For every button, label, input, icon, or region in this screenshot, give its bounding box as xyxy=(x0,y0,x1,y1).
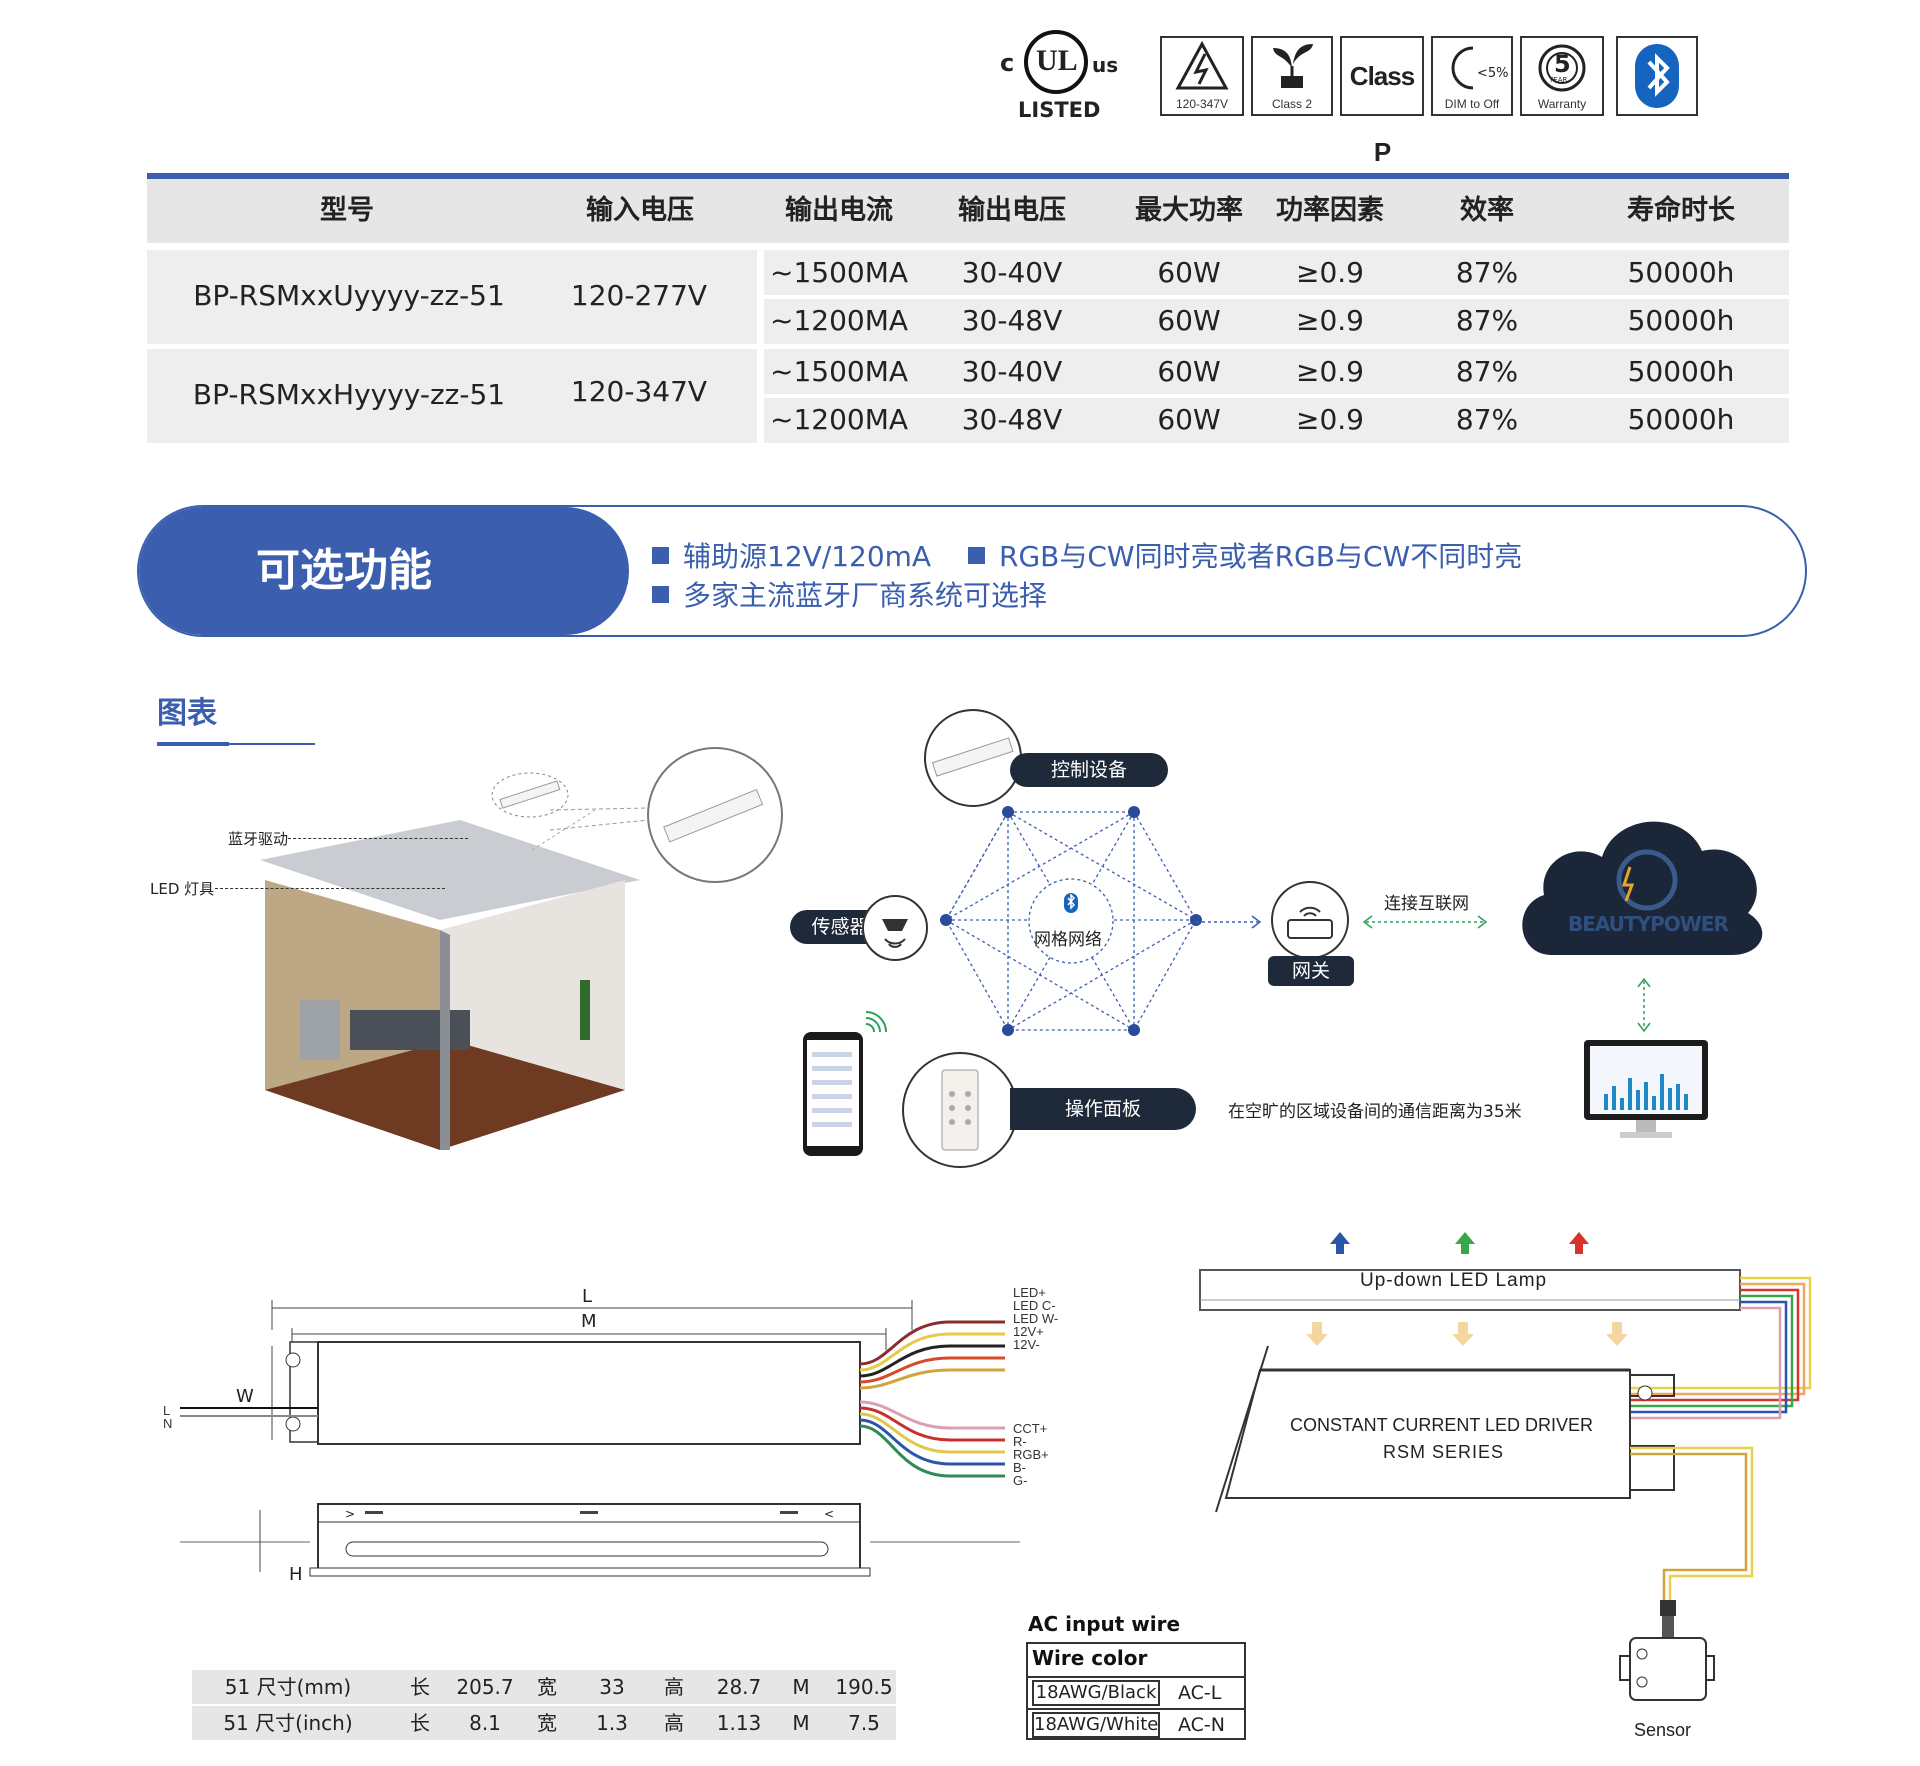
classp-label: Class P xyxy=(1349,61,1415,167)
warranty-cert: 5 YEAR Warranty xyxy=(1520,36,1604,116)
bluetooth-cert xyxy=(1616,36,1698,116)
cloud-monitor-arrow xyxy=(1637,977,1651,1033)
brand-name: BEAUTYPOWER xyxy=(1568,912,1729,936)
bluetooth-icon xyxy=(1635,44,1679,108)
internet-arrow xyxy=(1362,915,1488,929)
header-power-factor: 功率因素 xyxy=(1276,195,1384,226)
warranty-badge-icon xyxy=(1538,44,1586,92)
classp-cert: Class P xyxy=(1340,36,1424,167)
ul-listed-mark: c UL us LISTED xyxy=(1000,22,1130,127)
optional-features-title: 可选功能 xyxy=(256,545,432,596)
ul-us: us xyxy=(1092,53,1119,77)
dimming-icon xyxy=(1451,46,1474,90)
cloud-icon xyxy=(1522,821,1763,955)
dim-label-W: W xyxy=(236,1386,254,1407)
room-illustration xyxy=(260,809,640,1150)
warranty-year: YEAR xyxy=(1549,76,1568,84)
input-wire-N: N xyxy=(163,1416,173,1431)
header-output-voltage: 输出电压 xyxy=(958,195,1066,226)
gateway-label: 网关 xyxy=(1268,956,1354,986)
table-row: 51 尺寸(mm) 长 205.7 宽 33 高 28.7 M 190.5 xyxy=(192,1670,896,1704)
gateway-icon xyxy=(1271,881,1349,959)
wiring-diagram xyxy=(1199,1232,1812,1701)
ul-c: c xyxy=(1000,49,1015,77)
operation-panel-icon xyxy=(902,1052,1018,1168)
voltage-cert: 120-347V xyxy=(1160,36,1244,116)
control-device-label: 控制设备 xyxy=(1010,753,1168,787)
sensor-icon xyxy=(862,895,928,961)
ac-input-title: AC input wire xyxy=(1028,1612,1181,1636)
feature-item: 辅助源12V/120mA xyxy=(652,535,931,575)
ul-listed: LISTED xyxy=(1018,98,1101,122)
warranty-number: 5 xyxy=(1554,50,1571,78)
header-efficiency: 效率 xyxy=(1460,195,1514,226)
spec-group-u: BP-RSMxxUyyyy-zz-51 120-277V ~1500MA 30-… xyxy=(147,250,1789,344)
spec-table-top-rule xyxy=(147,173,1789,179)
header-output-current: 输出电流 xyxy=(785,195,893,226)
lamp-label: Up-down LED Lamp xyxy=(1360,1270,1548,1291)
wireless-signal-icon xyxy=(865,1011,887,1033)
room-label-led: LED 灯具 xyxy=(150,880,215,898)
optional-features-banner: 可选功能 xyxy=(137,505,1807,637)
spec-table: 型号 输入电压 输出电流 输出电压 最大功率 功率因素 效率 寿命时长 BP-R… xyxy=(147,173,1789,443)
dim-percent: <5% xyxy=(1477,66,1509,81)
dim-label-M: M xyxy=(581,1311,597,1332)
mesh-label: 网格网络 xyxy=(1034,930,1102,950)
driver-label-line1: CONSTANT CURRENT LED DRIVER xyxy=(1290,1415,1594,1435)
distance-note: 在空旷的区域设备间的通信距离为35米 xyxy=(1228,1102,1522,1122)
bullet-square-icon xyxy=(968,547,985,564)
mesh-to-gateway-arrow xyxy=(1196,915,1262,929)
model-cell: BP-RSMxxHyyyy-zz-51 xyxy=(192,378,506,411)
section-title-rule xyxy=(229,743,315,745)
input-voltage-cell: 120-277V xyxy=(570,279,708,312)
header-model: 型号 xyxy=(320,195,374,226)
table-row: 51 尺寸(inch) 长 8.1 宽 1.3 高 1.13 M 7.5 xyxy=(192,1706,896,1740)
ul-logo-icon xyxy=(1024,30,1088,94)
internet-label: 连接互联网 xyxy=(1384,894,1469,914)
header-lifetime: 寿命时长 xyxy=(1627,195,1735,226)
control-device-icon xyxy=(924,709,1022,807)
section-title-underline xyxy=(157,742,229,746)
upward-light-arrows xyxy=(1330,1232,1589,1254)
phone-app-icon xyxy=(803,1011,887,1156)
zoom-connector xyxy=(549,807,649,831)
dim-cert: <5% DIM to Off xyxy=(1431,36,1513,116)
mesh-bluetooth-icon xyxy=(1064,893,1078,913)
room-label-driver: 蓝牙驱动 xyxy=(228,830,289,848)
driver-label-line2: RSM SERIES xyxy=(1383,1442,1505,1462)
ul-letters: UL xyxy=(1036,44,1078,77)
high-voltage-icon xyxy=(1175,40,1229,90)
led-driver-thumb-icon xyxy=(491,772,569,818)
chart-section-title: 图表 xyxy=(157,696,217,731)
class2-cert: Class 2 xyxy=(1251,36,1333,116)
led-driver-zoom-icon xyxy=(647,747,783,883)
feature-item: RGB与CW同时亮或者RGB与CW不同时亮 xyxy=(968,535,1522,575)
side-arrow-left: > xyxy=(345,1507,356,1521)
bullet-square-icon xyxy=(652,586,669,603)
driver-dimension-drawing xyxy=(180,1300,1020,1577)
monitor-dashboard-icon xyxy=(1584,1040,1708,1138)
spec-group-h: BP-RSMxxHyyyy-zz-51 120-347V ~1500MA 30-… xyxy=(147,349,1789,443)
ac-table-header: Wire color xyxy=(1032,1646,1148,1670)
operation-panel-label: 操作面板 xyxy=(1010,1088,1196,1130)
input-wire-L: L xyxy=(163,1403,171,1418)
input-voltage-cell: 120-347V xyxy=(570,375,708,408)
ac-input-table: Wire color 18AWG/Black AC-L 18AWG/White … xyxy=(1026,1642,1246,1740)
feature-item: 多家主流蓝牙厂商系统可选择 xyxy=(652,574,1047,614)
spec-table-header: 型号 输入电压 输出电流 输出电压 最大功率 功率因素 效率 寿命时长 xyxy=(147,179,1789,243)
model-cell: BP-RSMxxUyyyy-zz-51 xyxy=(193,279,505,312)
sensor-caption: Sensor xyxy=(1634,1720,1692,1740)
plant-plug-icon xyxy=(1273,44,1313,88)
header-input-voltage: 输入电压 xyxy=(586,195,694,226)
side-arrow-right: < xyxy=(824,1507,835,1521)
bullet-square-icon xyxy=(652,547,669,564)
dim-label-H: H xyxy=(289,1564,303,1585)
header-max-power: 最大功率 xyxy=(1135,195,1243,226)
dimension-table: 51 尺寸(mm) 长 205.7 宽 33 高 28.7 M 190.5 51… xyxy=(192,1670,896,1742)
mesh-network-diagram xyxy=(940,806,1202,1036)
dim-label-L: L xyxy=(582,1286,593,1307)
